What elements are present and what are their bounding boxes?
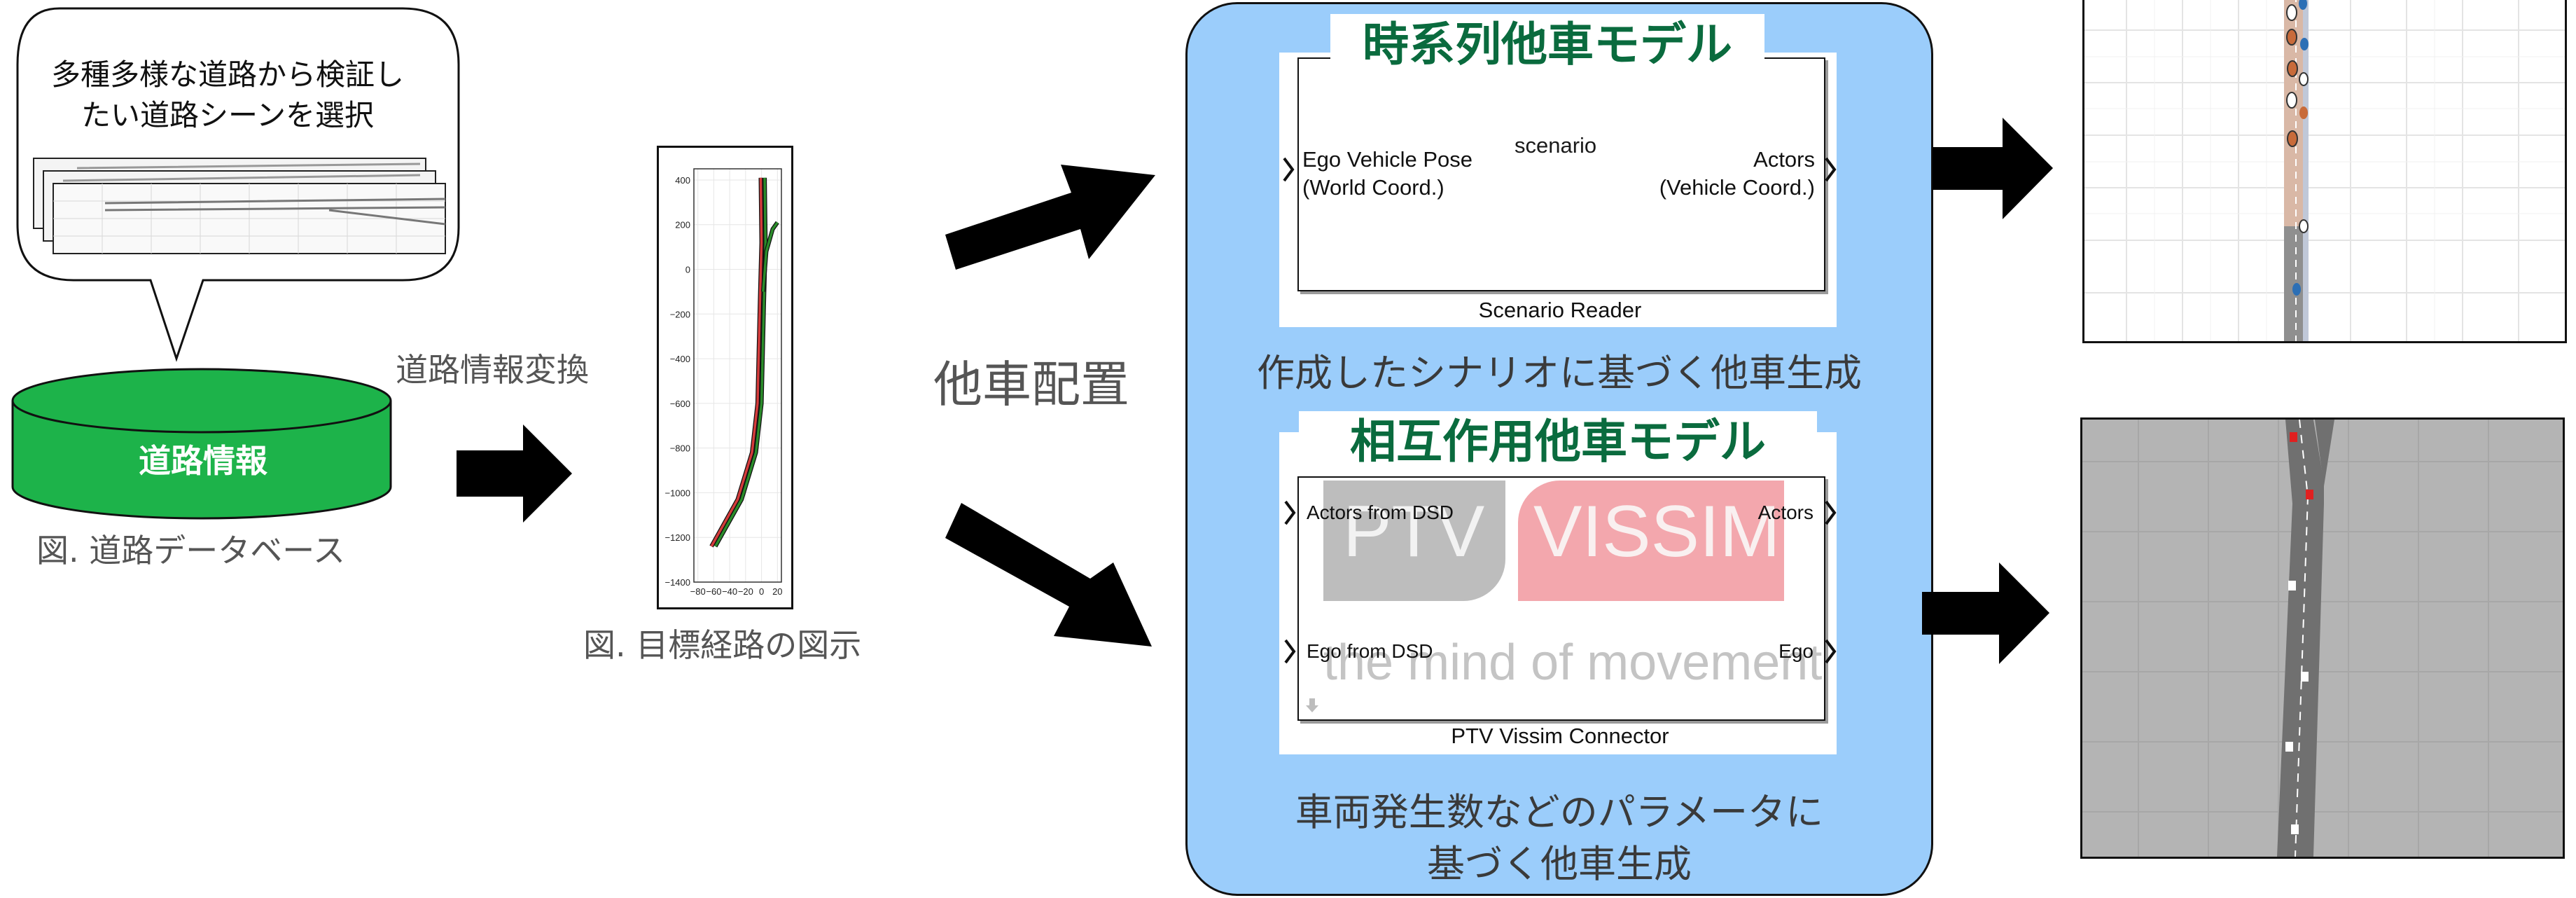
actors-out-chevron-icon	[1825, 500, 1837, 525]
arrow-down-right-icon	[945, 503, 1152, 647]
plot-x-tick-label: −40	[722, 586, 737, 597]
plot-x-tick-label: −60	[706, 586, 721, 597]
actors-out-port[interactable]: Actors	[1757, 502, 1813, 523]
down-arrow-icon	[1306, 698, 1318, 712]
plot-y-tick-label: 0	[685, 265, 690, 275]
interaction-model-title: 相互作用他車モデル	[1299, 411, 1817, 473]
scenario-reader-block[interactable]	[1297, 57, 1825, 291]
timeseries-model-title: 時系列他車モデル	[1330, 14, 1764, 76]
plot-y-tick-label: −1200	[664, 532, 690, 543]
path-plot-caption: 図. 目標経路の図示	[583, 626, 862, 664]
vissim-sim-canvas	[2082, 419, 2563, 857]
bubble-text-line2: たい道路シーンを選択	[81, 98, 374, 132]
bubble-text-line1: 多種多様な道路から検証し	[50, 57, 404, 92]
plot-y-tick-label: −400	[670, 354, 690, 364]
scenario-block-name: scenario	[1515, 133, 1597, 158]
plot-series-outline	[709, 177, 764, 548]
database-caption: 図. 道路データベース	[36, 532, 345, 569]
plot-y-tick-label: −1400	[664, 577, 690, 588]
plot-y-tick-label: 400	[675, 175, 690, 186]
placement-label: 他車配置	[933, 356, 1129, 413]
plot-series-line	[762, 221, 779, 292]
actors-port[interactable]: Actors (Vehicle Coord.)	[1610, 146, 1815, 202]
input-port-chevron-icon	[1283, 157, 1295, 182]
timeseries-sim-canvas	[2084, 0, 2565, 341]
logo-vissim-text: VISSIM	[1533, 491, 1781, 572]
sim-vehicles	[2285, 432, 2313, 834]
interaction-desc-line1: 車両発生数などのパラメータに	[1295, 790, 1824, 834]
plot-y-tick-label: −800	[670, 443, 690, 454]
ptv-logo-block	[1323, 481, 1505, 601]
plot-x-tick-label: 20	[772, 586, 782, 597]
ego-from-dsd-port[interactable]: Ego from DSD	[1307, 640, 1433, 662]
ego-port-line2: (World Coord.)	[1302, 175, 1444, 200]
arrow-up-right-icon	[945, 165, 1155, 270]
ego-port-line1: Ego Vehicle Pose	[1302, 147, 1473, 172]
vissim-simulation-view	[2080, 417, 2565, 859]
actors-in-chevron-icon	[1284, 500, 1296, 525]
arrow-right-icon	[457, 424, 572, 523]
ego-in-chevron-icon	[1284, 639, 1296, 664]
target-path-chart: 4002000−200−400−600−800−1000−1200−1400−8…	[664, 168, 783, 597]
actors-port-line1: Actors	[1753, 147, 1815, 172]
plot-series-line	[714, 177, 767, 547]
ptv-connector-caption: PTV Vissim Connector	[1451, 724, 1669, 748]
arrow-right-icon	[1922, 562, 2049, 664]
database-label: 道路情報	[139, 442, 267, 480]
plot-x-tick-label: −80	[690, 586, 706, 597]
ego-out-chevron-icon	[1825, 639, 1837, 664]
plot-y-tick-label: 200	[675, 220, 690, 230]
plot-y-tick-label: −600	[670, 399, 690, 409]
plot-y-tick-label: −1000	[664, 488, 690, 498]
vissim-logo-block	[1518, 481, 1784, 601]
road-thumbnails	[33, 158, 446, 254]
ego-vehicle-pose-port[interactable]: Ego Vehicle Pose (World Coord.)	[1302, 146, 1473, 202]
interaction-model-description: 車両発生数などのパラメータに 基づく他車生成	[1185, 787, 1933, 890]
scenario-reader-caption: Scenario Reader	[1478, 298, 1642, 322]
sim-vehicles	[2286, 0, 2309, 296]
plot-y-tick-label: −200	[670, 309, 690, 319]
logo-tagline: the mind of movement	[1323, 635, 1823, 691]
speech-bubble	[16, 7, 460, 362]
actors-port-line2: (Vehicle Coord.)	[1659, 175, 1815, 200]
plot-x-tick-label: −20	[738, 586, 753, 597]
interaction-desc-line2: 基づく他車生成	[1427, 842, 1692, 886]
timeseries-model-description: 作成したシナリオに基づく他車生成	[1257, 351, 1862, 395]
arrow-right-icon	[1933, 118, 2053, 219]
plot-x-tick-label: 0	[759, 586, 764, 597]
actors-from-dsd-port[interactable]: Actors from DSD	[1307, 502, 1454, 523]
output-port-chevron-icon	[1825, 157, 1837, 182]
plot-series-line	[710, 177, 763, 547]
plot-axes-frame	[693, 168, 782, 583]
bubble-text: 多種多様な道路から検証し たい道路シーンを選択	[39, 55, 417, 136]
timeseries-simulation-view	[2082, 0, 2567, 343]
ego-out-port[interactable]: Ego	[1778, 640, 1813, 662]
conversion-label: 道路情報変換	[396, 351, 589, 389]
database-cylinder	[11, 368, 392, 520]
logo-ptv-text: PTV	[1343, 491, 1485, 572]
